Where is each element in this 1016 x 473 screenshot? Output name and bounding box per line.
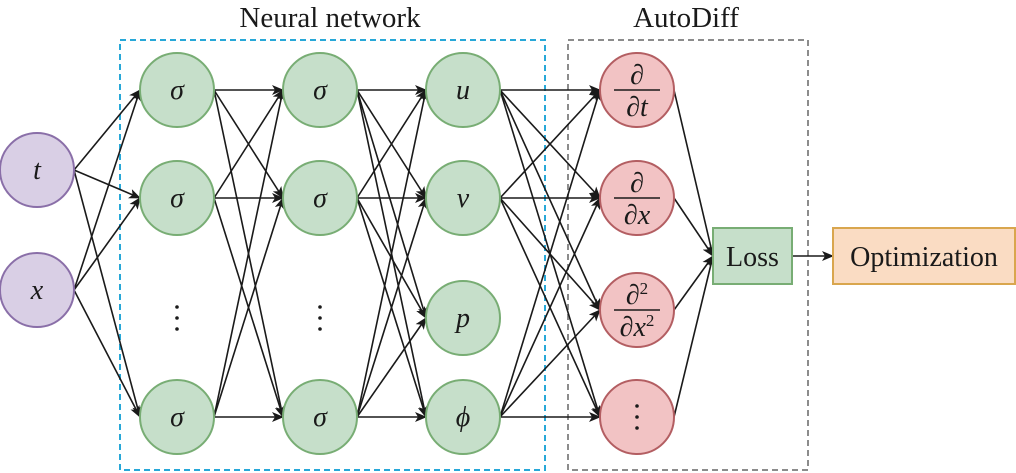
output-circle	[425, 160, 501, 236]
edge-t-to-h1a	[73, 89, 141, 171]
edge-dx-to-loss	[673, 197, 714, 257]
output-circle	[425, 52, 501, 128]
ellipsis-h2dots	[318, 305, 322, 331]
ellipsis-dot	[635, 415, 639, 419]
hidden-circle	[282, 52, 358, 128]
node-label: t	[33, 155, 42, 186]
output-circle	[425, 280, 501, 356]
node-t: t	[0, 132, 75, 208]
node-label: σ	[313, 402, 328, 433]
loss-box: Loss	[712, 227, 793, 285]
edge-t-to-h1c	[73, 169, 142, 418]
autodiff-title: AutoDiff	[633, 2, 739, 34]
ellipsis-dot	[175, 316, 179, 320]
hidden-circle	[139, 160, 215, 236]
ellipsis-h1dots	[175, 305, 179, 331]
edge-h1b-to-h2a	[213, 89, 284, 199]
output-circle	[425, 379, 501, 455]
ellipsis-dot	[175, 305, 179, 309]
derivative-denominator: ∂x2	[620, 311, 655, 343]
edge-h2b-to-u	[356, 89, 427, 199]
loss-box-rect	[712, 227, 793, 285]
derivative-numerator: ∂	[630, 60, 644, 91]
edge-x-to-h1c	[73, 289, 141, 418]
neural-network-title: Neural network	[239, 2, 421, 34]
ellipsis-dot	[635, 426, 639, 430]
edge-dt-to-loss	[673, 89, 716, 257]
node-x: x	[0, 252, 75, 328]
node-label: σ	[313, 183, 328, 214]
node-dmore	[599, 379, 675, 455]
edge-x-to-h1b	[73, 197, 141, 291]
ellipsis-dot	[635, 404, 639, 408]
node-h1a: σ	[139, 52, 215, 128]
node-label: σ	[170, 183, 185, 214]
edge-x-to-h1a	[73, 89, 142, 291]
node-label: σ	[313, 75, 328, 106]
node-dt: ∂∂t	[599, 52, 675, 128]
derivative-denominator: ∂x	[624, 200, 651, 231]
edge-h2c-to-v	[356, 197, 428, 418]
hidden-circle	[282, 160, 358, 236]
node-v: v	[425, 160, 501, 236]
node-label: ϕ	[456, 402, 471, 433]
node-dx: ∂∂x	[599, 160, 675, 236]
node-u: u	[425, 52, 501, 128]
node-label: v	[457, 183, 470, 214]
edge-dmore-to-loss	[673, 255, 716, 418]
node-label: x	[30, 275, 44, 306]
optimization-box: Optimization	[832, 227, 1016, 285]
node-label: σ	[170, 75, 185, 106]
edge-phi-to-dx	[499, 197, 601, 418]
node-label: σ	[170, 402, 185, 433]
node-h2b: σ	[282, 160, 358, 236]
ellipsis-dot	[318, 327, 322, 331]
hidden-circle	[139, 379, 215, 455]
derivative-denominator: ∂t	[626, 92, 649, 123]
input-circle	[0, 252, 75, 328]
edge-h1c-to-h2a	[213, 89, 286, 418]
autodiff-group-box	[567, 39, 809, 471]
edge-t-to-h1b	[73, 169, 141, 199]
node-h2c: σ	[282, 379, 358, 455]
input-circle	[0, 132, 75, 208]
edge-phi-to-dxx	[499, 309, 601, 418]
optimization-box-rect	[832, 227, 1016, 285]
hidden-circle	[139, 52, 215, 128]
edge-h2b-to-p	[356, 197, 427, 319]
node-label: p	[454, 303, 470, 334]
edge-u-to-dxx	[499, 89, 601, 311]
node-h1b: σ	[139, 160, 215, 236]
derivative-numerator: ∂	[630, 168, 644, 199]
ellipsis-dot	[318, 316, 322, 320]
loss-box-label: Loss	[726, 242, 779, 273]
node-dxx: ∂2∂x2	[599, 272, 675, 348]
edge-h2c-to-p	[356, 317, 427, 418]
node-phi: ϕ	[425, 379, 501, 455]
optimization-box-label: Optimization	[850, 242, 998, 273]
node-label: u	[456, 75, 470, 106]
neural-network-group-box	[119, 39, 546, 471]
edges-layer	[73, 85, 834, 422]
edge-h2a-to-p	[356, 89, 428, 319]
edge-h1c-to-h2b	[213, 197, 285, 418]
edge-phi-to-dt	[499, 89, 602, 418]
node-h2a: σ	[282, 52, 358, 128]
ellipsis-dot	[175, 327, 179, 331]
edge-v-to-dt	[499, 89, 601, 199]
node-h1c: σ	[139, 379, 215, 455]
node-p: p	[425, 280, 501, 356]
ellipsis-dot	[318, 305, 322, 309]
edge-h2c-to-u	[356, 89, 429, 418]
hidden-circle	[282, 379, 358, 455]
